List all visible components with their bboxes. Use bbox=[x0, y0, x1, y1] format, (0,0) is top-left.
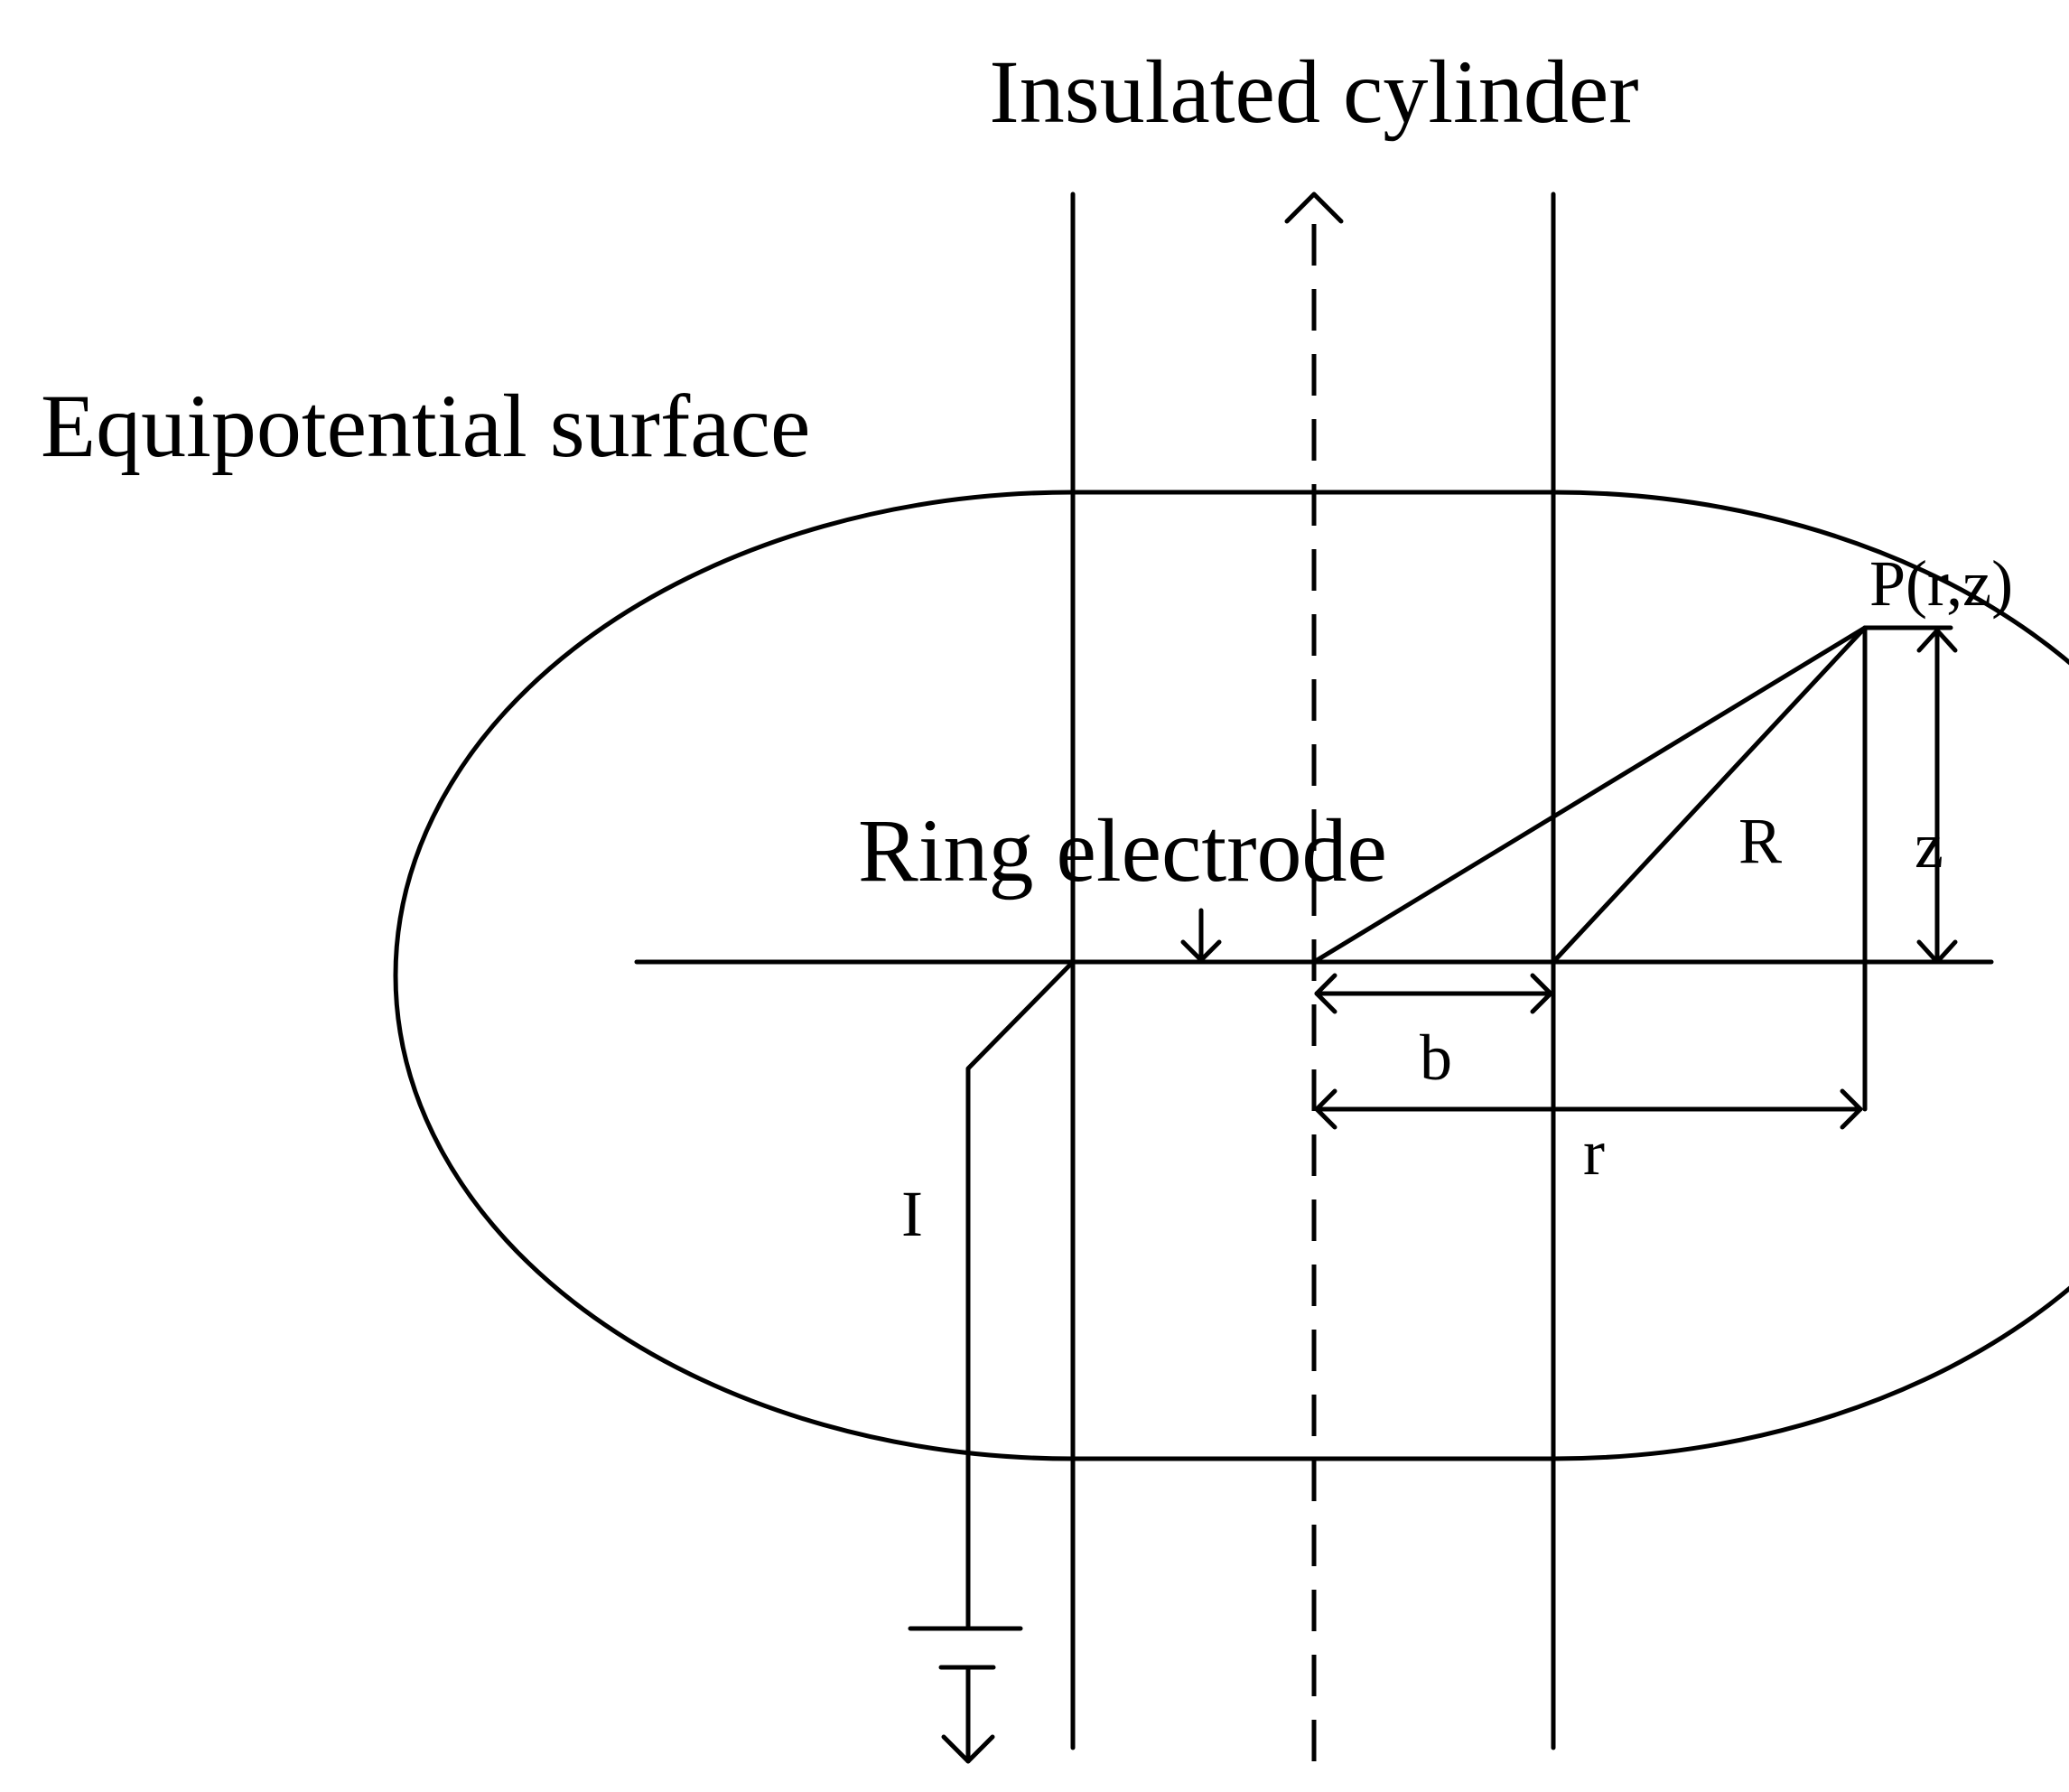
label-b: b bbox=[1420, 1022, 1452, 1094]
z-arrowhead-bottom bbox=[1916, 939, 1958, 965]
z-arrowhead-top bbox=[1916, 628, 1958, 653]
label-I: I bbox=[901, 1178, 923, 1250]
equipotential-surface-outline bbox=[393, 490, 2069, 1461]
label-ring-electrode: Ring electrode bbox=[858, 800, 1387, 901]
current-lead-wire bbox=[965, 959, 1076, 1629]
ground-arrowhead-icon bbox=[941, 1734, 995, 1764]
label-equipotential-surface: Equipotential surface bbox=[41, 376, 810, 476]
label-z: z bbox=[1915, 809, 1943, 882]
title-insulated-cylinder: Insulated cylinder bbox=[989, 42, 1638, 142]
r-arrowhead-right bbox=[1840, 1088, 1863, 1130]
r-arrowhead-left bbox=[1314, 1088, 1337, 1130]
label-point-P: P(r,z) bbox=[1869, 547, 2013, 620]
label-r: r bbox=[1583, 1116, 1605, 1189]
ring-electrode-pointer-arrowhead bbox=[1180, 939, 1222, 963]
axis-arrowhead bbox=[1284, 191, 1344, 224]
label-R: R bbox=[1738, 805, 1782, 877]
b-arrowhead-left bbox=[1314, 973, 1337, 1014]
b-arrowhead-right bbox=[1530, 973, 1553, 1014]
line-R bbox=[1551, 625, 1868, 965]
line-axis-to-P bbox=[1311, 625, 1868, 965]
